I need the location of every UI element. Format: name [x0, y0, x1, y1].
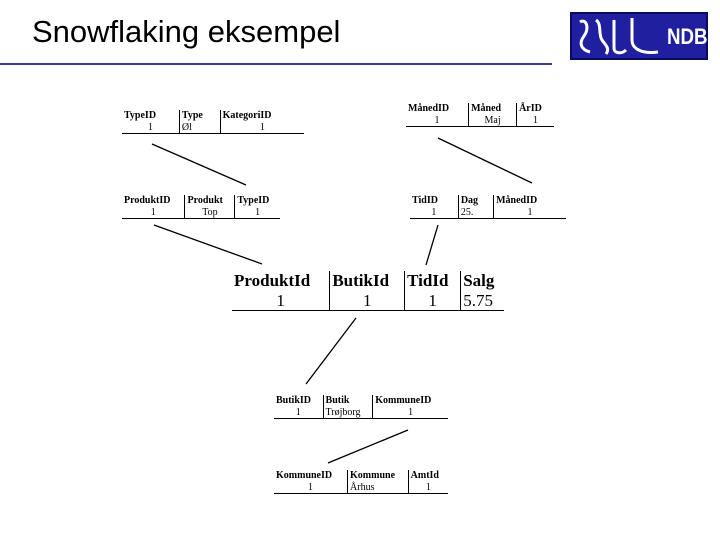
data-cell: 1 [410, 206, 459, 219]
tid-table: TidID Dag MånedID 1 25. 1 [410, 195, 566, 219]
fact-table: ProduktId ButikId TidId Salg 1 1 1 5.75 [232, 271, 504, 312]
header-cell: Butik [322, 395, 373, 407]
header-cell: TidID [412, 195, 438, 206]
data-cell: Århus [347, 481, 409, 494]
header-cell: ProduktID [124, 195, 171, 206]
logo-text: NDB [667, 24, 708, 49]
data-cell: 1 [406, 114, 469, 127]
header-cell: TidId [404, 271, 461, 291]
logo-wave-icon [579, 18, 659, 55]
data-cell: 1 [493, 206, 566, 219]
data-cell: 1 [329, 290, 405, 312]
link-type-produkt [151, 143, 247, 186]
header-cell: MånedID [408, 103, 450, 114]
header-cell: Dag [457, 195, 494, 207]
header-cell: KategoriID [219, 110, 304, 122]
data-cell: 5.75 [460, 290, 504, 312]
header-cell: AmtId [407, 470, 448, 482]
title-divider [0, 63, 552, 65]
header-cell: Produkt [184, 195, 235, 207]
data-cell: 1 [274, 481, 348, 494]
header-cell: KommuneID [276, 470, 333, 481]
kommune-table: KommuneID Kommune AmtId 1 Århus 1 [274, 470, 448, 494]
link-butik-kommune [327, 429, 409, 464]
butik-table: ButikID Butik KommuneID 1 Trøjborg 1 [274, 395, 448, 419]
header-cell: ButikId [329, 271, 405, 291]
data-cell: Øl [178, 121, 221, 134]
link-maaned-tid [437, 137, 533, 184]
data-cell: 1 [274, 406, 324, 419]
header-cell: Salg [460, 271, 504, 291]
ndb-logo: NDB [570, 12, 708, 60]
data-cell: 1 [372, 406, 448, 419]
data-cell: Maj [468, 114, 517, 127]
slide-title: Snowflaking eksempel [32, 14, 341, 49]
header-cell: Måned [468, 103, 517, 115]
data-cell: 1 [122, 206, 185, 219]
data-cell: 1 [407, 481, 448, 494]
header-cell: KommuneID [372, 395, 448, 407]
maaned-table: MånedID Måned ÅrID 1 Maj 1 [406, 103, 554, 127]
header-cell: ÅrID [516, 103, 554, 115]
header-cell: Kommune [347, 470, 409, 482]
link-fact-butik [305, 317, 357, 385]
header-cell: Type [178, 110, 221, 122]
link-produkt-fact [153, 224, 263, 265]
header-cell: MånedID [493, 195, 566, 207]
data-cell: 1 [404, 290, 461, 312]
data-cell: Trøjborg [322, 406, 373, 419]
data-cell: 1 [122, 121, 180, 134]
header-cell: ProduktId [234, 271, 311, 290]
header-cell: TypeID [234, 195, 280, 207]
data-cell: 1 [234, 206, 280, 219]
data-cell: 1 [516, 114, 554, 127]
type-table: TypeID Type KategoriID 1 Øl 1 [122, 110, 304, 134]
header-cell: ButikID [276, 395, 312, 406]
data-cell: 1 [232, 290, 330, 312]
data-cell: Top [184, 206, 235, 219]
data-cell: 25. [457, 206, 494, 219]
produkt-table: ProduktID Produkt TypeID 1 Top 1 [122, 195, 280, 219]
header-cell: TypeID [124, 110, 157, 121]
link-tid-fact [425, 224, 439, 266]
data-cell: 1 [219, 121, 304, 134]
